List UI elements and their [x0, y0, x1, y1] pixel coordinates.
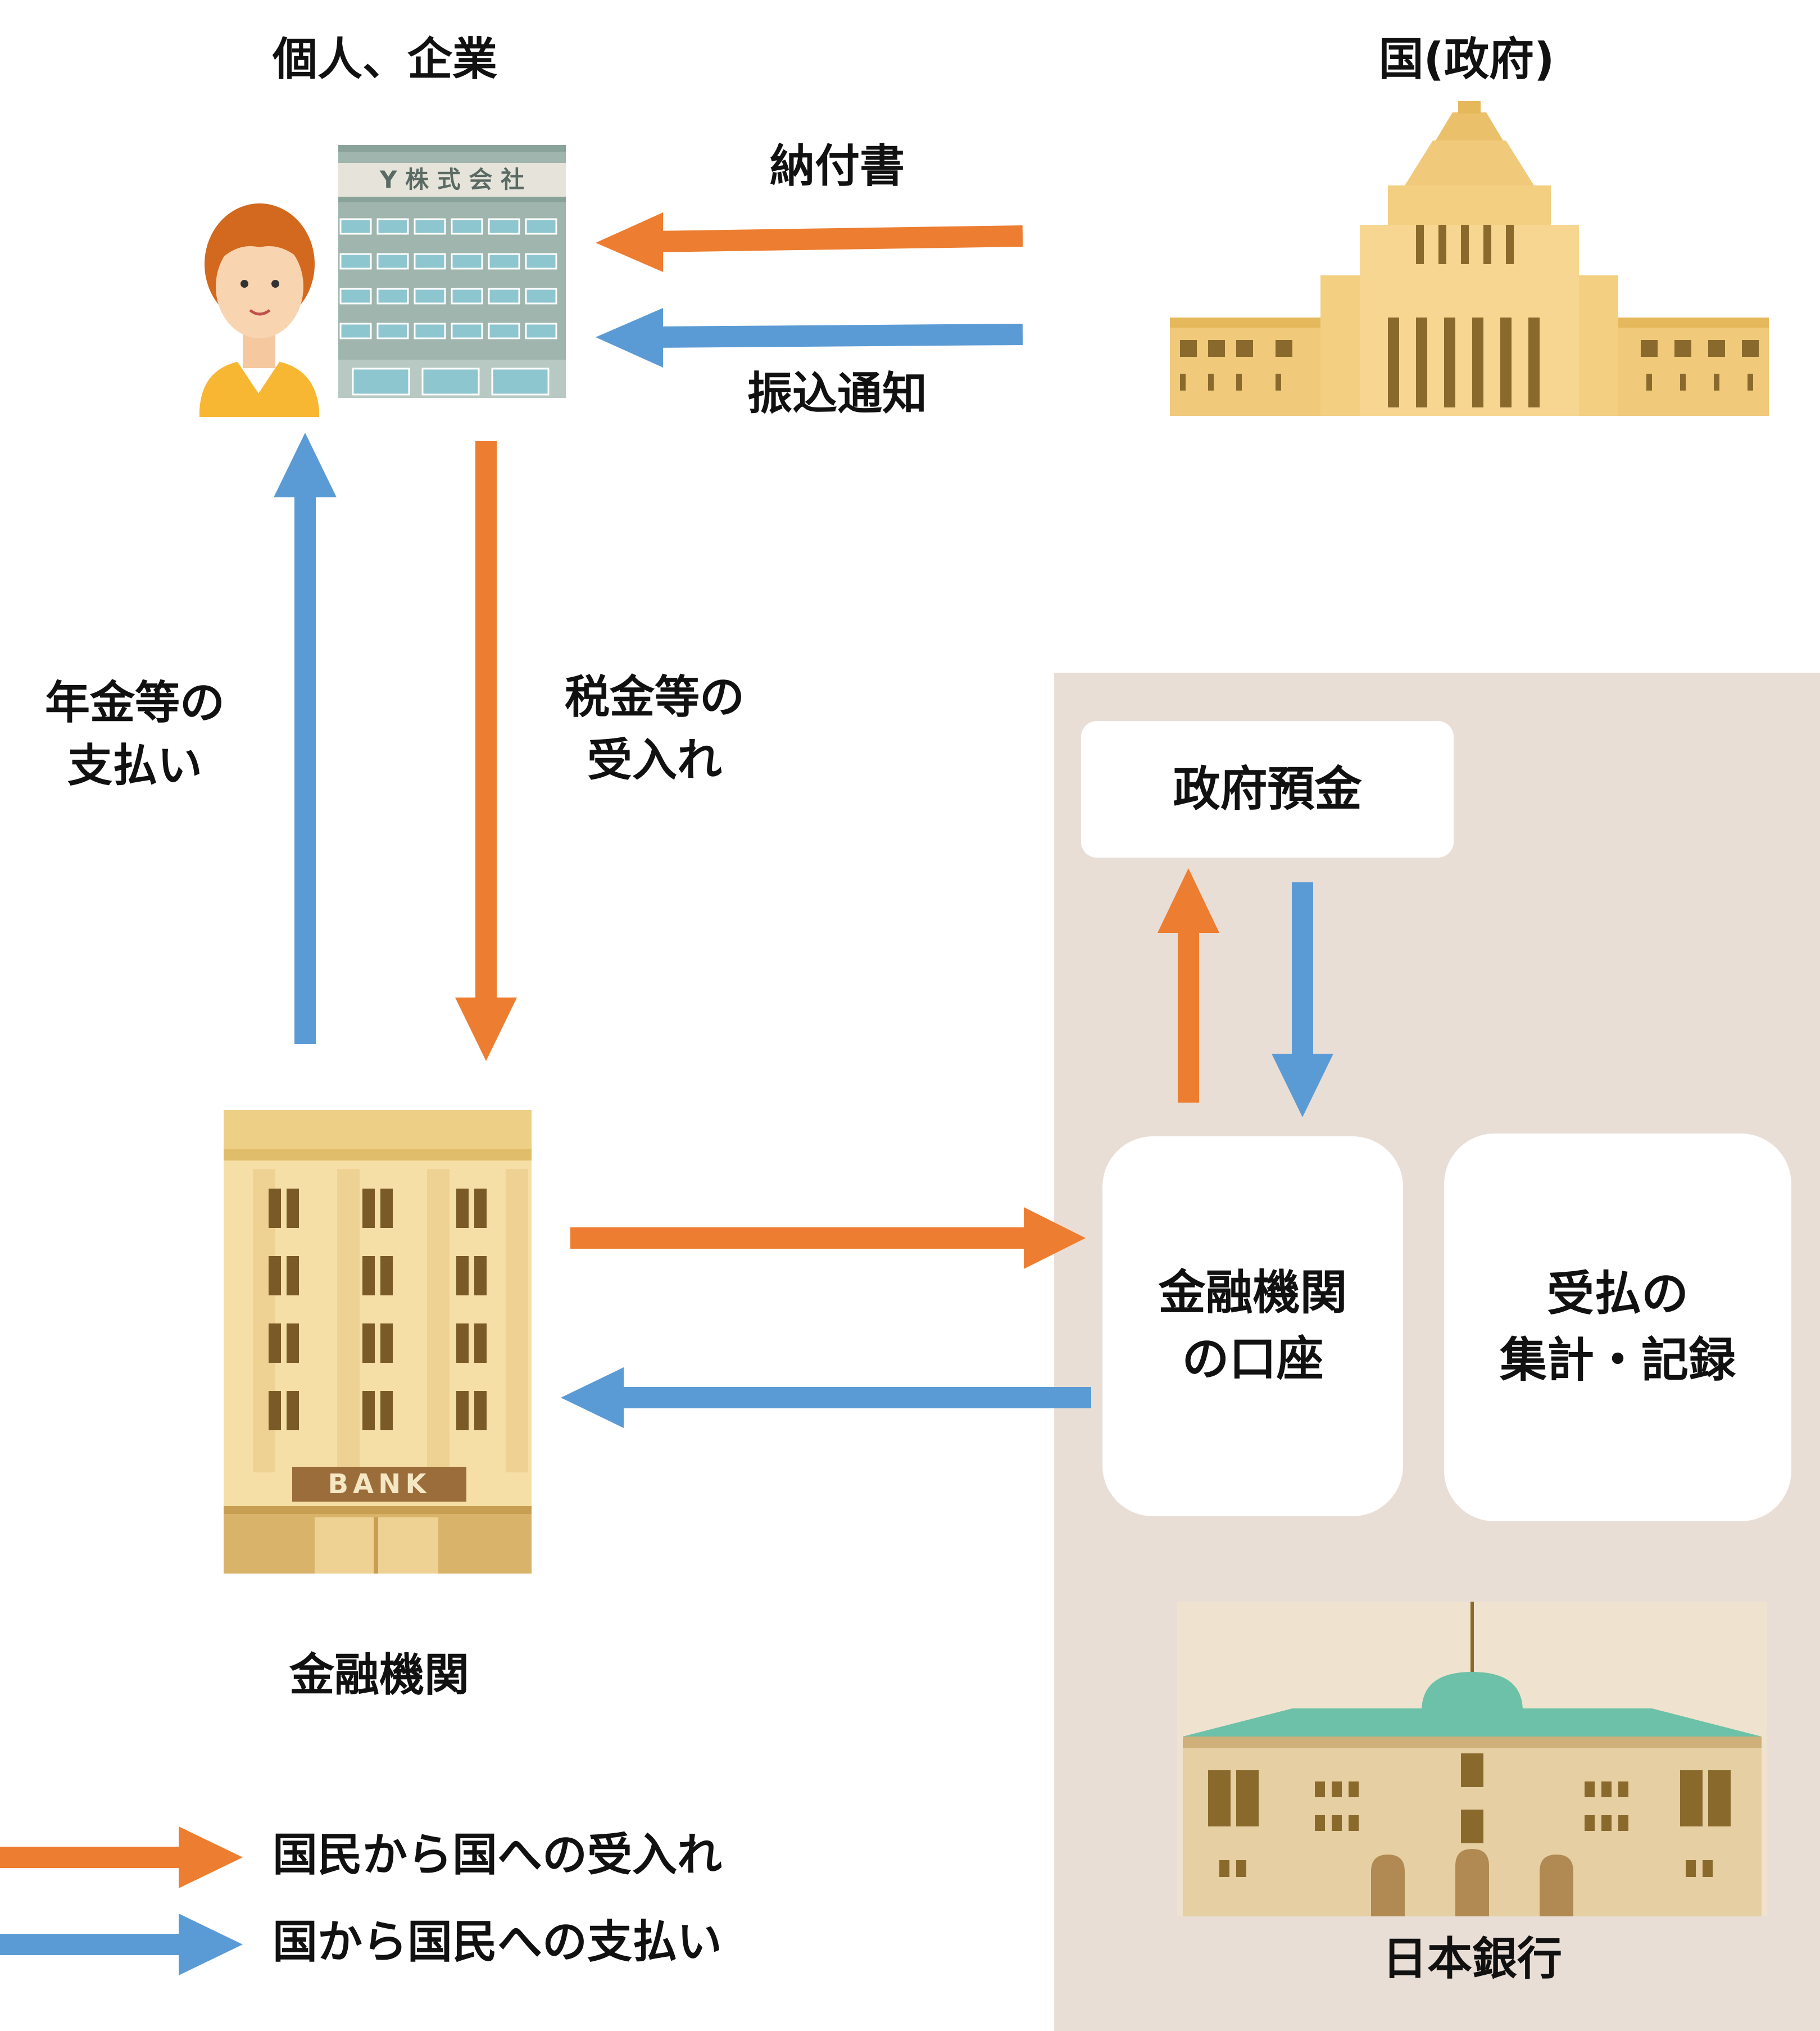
deposit-to-account-arrow — [1272, 882, 1333, 1117]
tax-receipt-line1: 税金等の — [565, 671, 745, 723]
account-to-deposit-arrow — [1158, 868, 1219, 1103]
fi-account-box: 金融機関 の口座 — [1102, 1136, 1403, 1516]
tally-line2: 集計・記録 — [1499, 1332, 1736, 1388]
bank-sign: BANK — [328, 1468, 431, 1500]
tally-record-box: 受払の 集計・記録 — [1444, 1134, 1791, 1521]
legend-payments-label: 国から国民への支払い — [273, 1916, 722, 1968]
company-building-icon — [338, 145, 566, 398]
boj-to-bank-arrow — [561, 1367, 1091, 1428]
diet-building-icon — [1170, 101, 1769, 416]
fi-account-line2: の口座 — [1182, 1331, 1324, 1386]
individual-company-label: 個人、企業 — [273, 33, 497, 85]
pension-payment-label: 年金等の 支払い — [22, 672, 247, 797]
government-label: 国(政府) — [1378, 33, 1555, 85]
legend-receipts-label: 国民から国への受入れ — [273, 1829, 722, 1881]
bank-to-boj-arrow — [570, 1207, 1086, 1269]
bank-building-icon — [224, 1110, 532, 1574]
gov-deposit-label: 政府預金 — [1173, 761, 1362, 817]
tax-receipt-arrow — [455, 441, 517, 1061]
boj-label: 日本銀行 — [1382, 1933, 1562, 1985]
person-icon — [199, 203, 319, 417]
transfer-notice-label: 振込通知 — [747, 368, 927, 420]
pension-payment-arrow — [274, 433, 337, 1044]
tax-receipt-line2: 受入れ — [587, 734, 722, 786]
legend-receipt-arrow — [0, 1826, 243, 1888]
financial-institution-label: 金融機関 — [289, 1649, 469, 1701]
fi-account-line1: 金融機関 — [1158, 1265, 1347, 1321]
boj-building-icon — [1177, 1602, 1767, 1916]
company-sign: Y 株 式 会 社 — [380, 166, 524, 193]
pension-payment-line2: 支払い — [67, 740, 202, 792]
tax-receipt-label: 税金等の 受入れ — [537, 666, 773, 792]
tally-line1: 受払の — [1546, 1266, 1689, 1322]
gov-deposit-box: 政府預金 — [1081, 721, 1454, 858]
payment-slip-label: 納付書 — [770, 140, 905, 192]
transfer-notice-arrow — [596, 308, 1023, 368]
payment-slip-arrow — [596, 212, 1023, 272]
pension-payment-line1: 年金等の — [45, 677, 225, 729]
legend-payment-arrow — [0, 1914, 243, 1975]
